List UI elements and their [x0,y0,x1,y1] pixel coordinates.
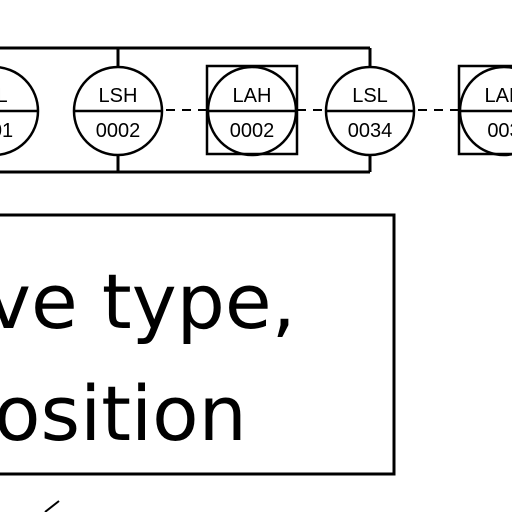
instrument-display-3: LAH 0002 [205,64,299,157]
instrument-4-number: 0034 [348,120,393,142]
instrument-5-number: 003 [487,120,512,142]
note-line-2: osition [0,369,247,458]
instrument-3-number: 0002 [230,120,275,142]
instrument-2-number: 0002 [96,120,141,142]
leader-line [44,500,60,512]
note-box: ve type, osition [0,213,396,476]
instrument-1-tag: L [0,85,8,107]
instrument-3-tag: LAH [233,85,272,107]
note-line-1: ve type, [0,257,296,346]
instrument-bubble-4: LSL 0034 [324,65,416,157]
instrument-display-5: LAH 003 [457,64,512,157]
instrument-1-number: 01 [0,120,13,142]
instrument-bubble-1: L 01 [0,66,40,156]
instrument-4-tag: LSL [352,85,388,107]
instrument-5-tag: LAH [485,85,512,107]
instrument-bubble-2: LSH 0002 [72,65,164,157]
instrument-2-tag: LSH [99,85,138,107]
